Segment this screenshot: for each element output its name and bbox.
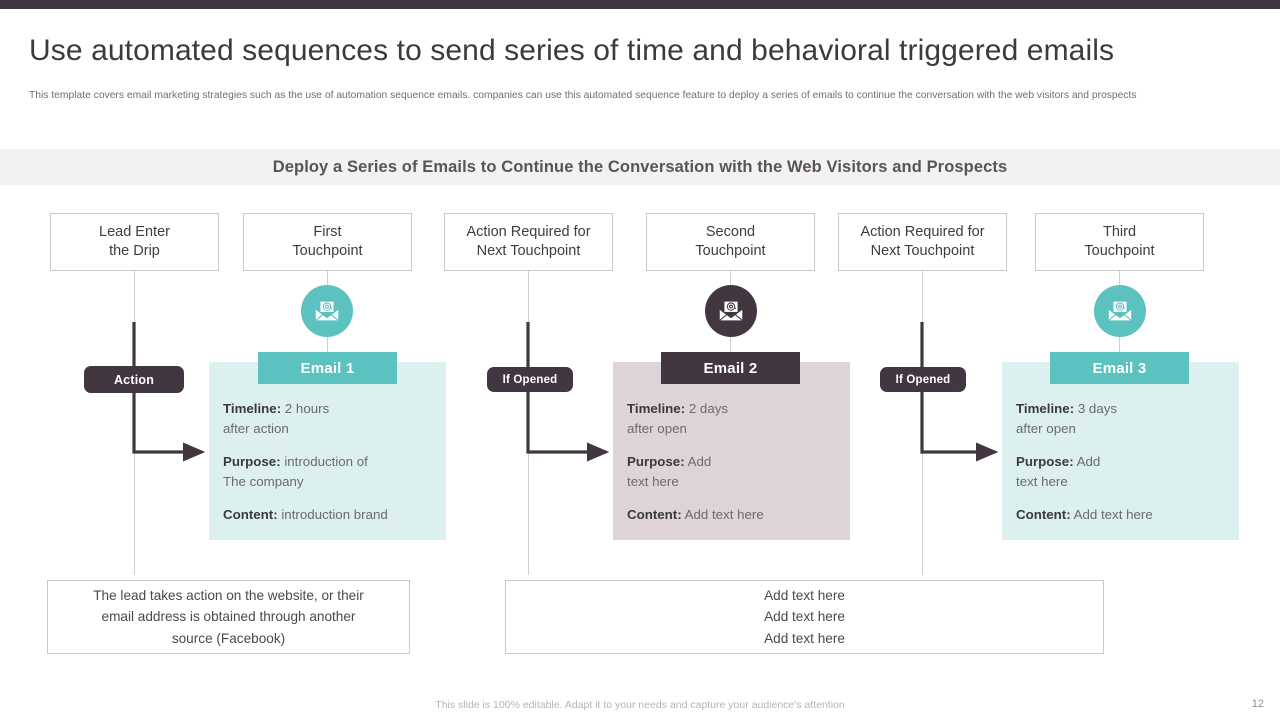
- stage-label-line2: Next Touchpoint: [476, 243, 581, 259]
- badge-label: Action: [113, 372, 155, 387]
- email-content-value: Add text here: [681, 507, 764, 522]
- stage-label-line1: Third: [1102, 224, 1137, 240]
- drop-line-stage-1: [134, 270, 135, 575]
- stage-box-third-touchpoint[interactable]: Third Touchpoint: [1035, 213, 1204, 271]
- note-line-2: Add text here: [764, 609, 845, 625]
- stage-label-line1: First: [313, 224, 342, 240]
- email-at-envelope-icon: [315, 301, 339, 321]
- stage-box-lead-enter-the-drip[interactable]: Lead Enter the Drip: [50, 213, 219, 271]
- email-timeline-line2: after action: [223, 421, 289, 436]
- badge-label: If Opened: [502, 373, 558, 386]
- email-purpose-label: Purpose:: [1016, 454, 1074, 469]
- drop-line-stage-3: [528, 270, 529, 575]
- badge-label: If Opened: [895, 373, 951, 386]
- email-content-label: Content:: [627, 507, 682, 522]
- email-timeline-line2: after open: [1016, 421, 1076, 436]
- email-at-envelope-icon-2[interactable]: [705, 285, 757, 337]
- email-purpose-label: Purpose:: [627, 454, 685, 469]
- email-purpose-row: Purpose: Add text here: [1016, 452, 1231, 492]
- email-purpose-value: Add: [1073, 454, 1101, 469]
- note-line-3: Add text here: [764, 630, 845, 646]
- stage-label-line1: Action Required for: [860, 224, 985, 240]
- section-banner-label: Deploy a Series of Emails to Continue th…: [272, 157, 1008, 176]
- stage-box-second-touchpoint[interactable]: Second Touchpoint: [646, 213, 815, 271]
- email-at-envelope-icon-3[interactable]: [1094, 285, 1146, 337]
- note-line-2: email address is obtained through anothe…: [101, 609, 356, 625]
- email-panel-2: [613, 362, 850, 540]
- stage-box-action-required-next-touchpoint-2[interactable]: Action Required for Next Touchpoint: [838, 213, 1007, 271]
- email-content-row: Content: introduction brand: [223, 505, 438, 525]
- email-purpose-value: Add: [684, 454, 712, 469]
- stage-label-line2: Touchpoint: [695, 243, 766, 259]
- email-purpose-row: Purpose: Add text here: [627, 452, 842, 492]
- email-timeline-row: Timeline: 2 hours after action: [223, 399, 438, 439]
- email-content-value: introduction brand: [277, 507, 388, 522]
- note-box-left[interactable]: The lead takes action on the website, or…: [47, 580, 410, 654]
- top-accent-bar: [0, 0, 1280, 9]
- email-content-label: Content:: [223, 507, 278, 522]
- email-timeline-row: Timeline: 2 days after open: [627, 399, 842, 439]
- email-timeline-row: Timeline: 3 days after open: [1016, 399, 1231, 439]
- badge-if-opened-2[interactable]: If Opened: [880, 367, 966, 392]
- email-content-row: Content: Add text here: [1016, 505, 1231, 525]
- badge-action[interactable]: Action: [84, 366, 184, 393]
- stage-label-line1: Action Required for: [466, 224, 591, 240]
- email-timeline-value: 3 days: [1074, 401, 1118, 416]
- stage-label-line1: Second: [705, 224, 756, 240]
- email-panel-1: [209, 362, 446, 540]
- stage-box-action-required-next-touchpoint-1[interactable]: Action Required for Next Touchpoint: [444, 213, 613, 271]
- email-body-3: Timeline: 3 days after open Purpose: Add…: [1016, 399, 1231, 525]
- email-header-3[interactable]: Email 3: [1050, 352, 1189, 384]
- stage-box-first-touchpoint[interactable]: First Touchpoint: [243, 213, 412, 271]
- email-purpose-line2: The company: [223, 474, 304, 489]
- section-banner: Deploy a Series of Emails to Continue th…: [0, 149, 1280, 185]
- email-timeline-value: 2 hours: [281, 401, 330, 416]
- note-box-right[interactable]: Add text here Add text here Add text her…: [505, 580, 1104, 654]
- email-content-label: Content:: [1016, 507, 1071, 522]
- email-content-value: Add text here: [1070, 507, 1153, 522]
- email-purpose-line2: text here: [627, 474, 679, 489]
- email-panel-3: [1002, 362, 1239, 540]
- page-title: Use automated sequences to send series o…: [29, 34, 1115, 67]
- page-number: 12: [1251, 698, 1264, 710]
- stage-label-line2: the Drip: [109, 243, 160, 259]
- note-line-1: Add text here: [764, 587, 845, 603]
- email-purpose-value: introduction of: [280, 454, 368, 469]
- badge-if-opened-1[interactable]: If Opened: [487, 367, 573, 392]
- page-subtitle: This template covers email marketing str…: [29, 90, 1137, 101]
- email-body-2: Timeline: 2 days after open Purpose: Add…: [627, 399, 842, 525]
- note-line-3: source (Facebook): [171, 630, 286, 646]
- stage-label-line2: Touchpoint: [292, 243, 363, 259]
- email-at-envelope-icon-1[interactable]: [301, 285, 353, 337]
- email-header-2[interactable]: Email 2: [661, 352, 800, 384]
- email-content-row: Content: Add text here: [627, 505, 842, 525]
- stage-label-line2: Next Touchpoint: [870, 243, 975, 259]
- email-body-1: Timeline: 2 hours after action Purpose: …: [223, 399, 438, 525]
- email-at-envelope-icon: [1108, 301, 1132, 321]
- email-title: Email 2: [703, 359, 758, 377]
- email-timeline-line2: after open: [627, 421, 687, 436]
- stage-label-line1: Lead Enter: [99, 224, 170, 240]
- note-line-1: The lead takes action on the website, or…: [93, 587, 364, 603]
- email-timeline-label: Timeline:: [223, 401, 282, 416]
- email-title: Email 1: [300, 359, 355, 377]
- email-purpose-row: Purpose: introduction of The company: [223, 452, 438, 492]
- email-at-envelope-icon: [719, 301, 743, 321]
- email-purpose-line2: text here: [1016, 474, 1068, 489]
- email-timeline-label: Timeline:: [1016, 401, 1075, 416]
- email-purpose-label: Purpose:: [223, 454, 281, 469]
- email-header-1[interactable]: Email 1: [258, 352, 397, 384]
- stage-label-line2: Touchpoint: [1084, 243, 1155, 259]
- drop-line-stage-5: [922, 270, 923, 575]
- footer-note: This slide is 100% editable. Adapt it to…: [435, 699, 845, 711]
- email-timeline-label: Timeline:: [627, 401, 686, 416]
- email-timeline-value: 2 days: [685, 401, 729, 416]
- email-title: Email 3: [1092, 359, 1147, 377]
